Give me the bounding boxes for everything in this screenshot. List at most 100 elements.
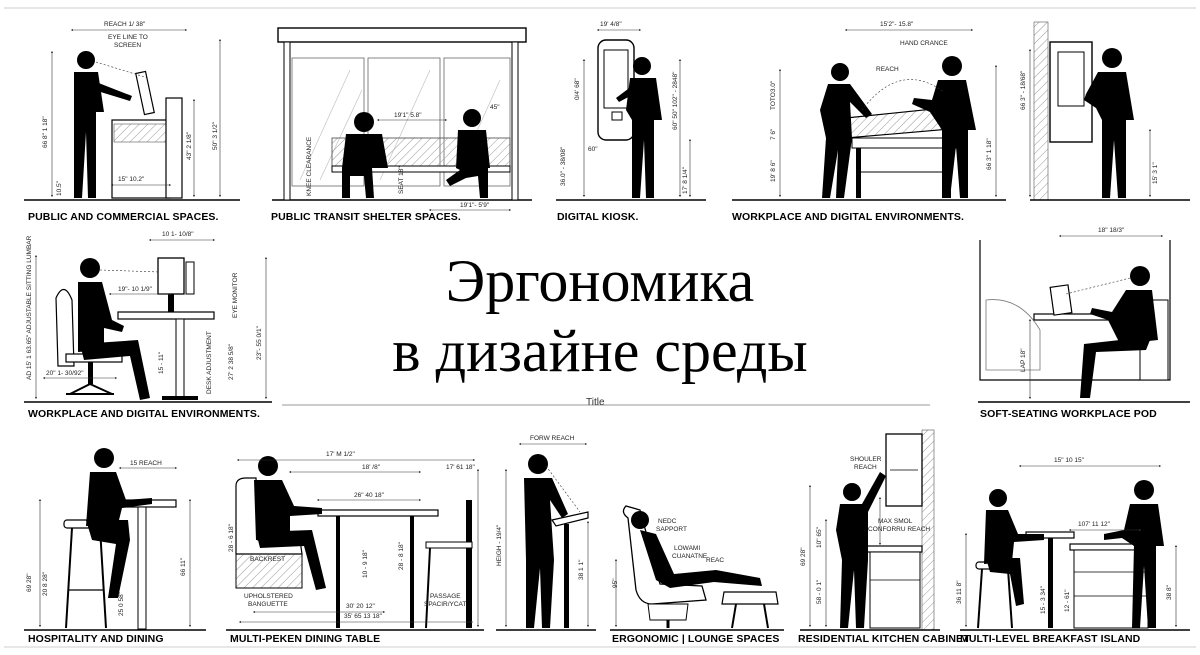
dim-wp-d: 66 3" 1 18" [986, 138, 993, 170]
dim-public-base: 15" 10.2" [118, 176, 145, 183]
dim-lounge-lum2: CUANATNE [672, 553, 708, 560]
dim-wpm-e: 27' 2 38 5/8" [228, 343, 235, 380]
person-lectern [524, 454, 568, 628]
label-soft-pod: SOFT-SEATING WORKPLACE POD [980, 408, 1157, 420]
dim-island-top: 15" 10 15" [1054, 457, 1084, 464]
dim-pod-top: 18" 18/3" [1098, 227, 1125, 234]
dim-island-a: 107' 11 12" [1078, 521, 1110, 528]
dim-public-h3: 50" 3 1/2" [212, 121, 219, 150]
dim-kitchen-b: 10" 65" [816, 527, 823, 548]
person-bar-stool [86, 448, 152, 598]
panel-transit-shelter [272, 27, 532, 212]
dim-dining-pass2: SPACIR/YCAT [424, 601, 467, 608]
dim-public-screen: SCREEN [114, 42, 142, 49]
label-digital-kiosk: DIGITAL KIOSK. [557, 211, 639, 223]
dim-dining-pass1: PASSAGE [430, 593, 461, 600]
dim-transit-width: 19'1"- 5'9" [460, 202, 490, 209]
people-breakfast-island [984, 480, 1164, 628]
dim-lounge-neck2: SAPPORT [656, 526, 687, 533]
dim-dining-b: 17' 61 18" [446, 464, 475, 471]
dim-dining-e: 10 - 9 18" [362, 550, 369, 578]
dim-lounge-ang: 95" [612, 578, 619, 588]
panel-dining-table [226, 456, 484, 631]
panel-workplace-mid [24, 238, 272, 403]
dim-dining-h: 35' 65 13 18" [344, 613, 382, 620]
dim-dining-uph2: BANGUETTE [248, 601, 288, 608]
dim-kitchen-c: 58 - 0 1" [816, 579, 823, 604]
dim-kitchen-comfort2: CONFORRU REACH [868, 526, 931, 533]
dim-lectern-b: 38 1 1" [578, 559, 585, 580]
panel-breakfast-island [960, 464, 1190, 631]
main-title: Эргономика в дизайне среды [330, 246, 870, 386]
title-caption: Title [586, 397, 605, 408]
label-kitchen: RESIDENTIAL KITCHEN CABINET [798, 633, 970, 645]
person-seated-desk [78, 258, 150, 400]
dim-kitchen-comfort1: MAX SMOL [878, 518, 913, 525]
dim-public-eye: EYE LINE TO [108, 34, 148, 41]
label-breakfast-island: MULTI-LEVEL BREAKFAST ISLAND [960, 633, 1141, 645]
dim-wp-a: TOTO3.0" [770, 80, 777, 110]
dim-island-c: 15 - 3 34" [1040, 586, 1047, 614]
main-title-line1: Эргономика [445, 248, 755, 314]
dim-dining-g: 30' 20 12" [346, 603, 375, 610]
panel-hospitality [24, 448, 206, 631]
dim-kitchen-reach1: SHOULER [850, 456, 882, 463]
dim-hosp-c: 66 11" [180, 557, 187, 576]
dim-island-d: 12 - 61" [1064, 589, 1071, 612]
dim-transit-seat: 19'1" 5.8" [394, 112, 422, 119]
dim-wpm-b: 20" 1- 30/92" [46, 370, 84, 377]
dim-dining-c: 26" 40 18" [354, 492, 384, 499]
dim-wpm-mid: 19"- 10 1/9" [118, 286, 152, 293]
person-standing-counter [74, 51, 132, 198]
dim-kiosk-c: 36.0" - 38/08" [560, 146, 567, 186]
dim-dining-total: 17' M 1/2" [326, 451, 355, 458]
dim-kiosk-ang: 60" [588, 146, 598, 153]
main-title-line2: в дизайне среды [392, 318, 808, 384]
dim-wp-hand: HAND CRANCE [900, 40, 948, 47]
label-public-commercial: PUBLIC AND COMMERCIAL SPACES. [28, 211, 219, 223]
label-workplace-top: WORKPLACE AND DIGITAL ENVIRONMENTS. [732, 211, 964, 223]
people-seated-bench [342, 109, 490, 198]
dim-transit-knee: KNEE CLEARANCE [306, 136, 313, 196]
dim-wp-reach: REACH [876, 66, 899, 73]
person-wall-kiosk [1084, 48, 1134, 198]
dim-transit-seat-h: SEAT 18" [398, 166, 405, 194]
dim-kiosk-a: 0/4' 68" [574, 78, 581, 100]
panel-digital-kiosk [556, 28, 706, 201]
dim-lounge-recl: REAC [706, 557, 725, 564]
dim-hosp-b: 20 8 28" [42, 572, 49, 596]
dim-dining-d: 28 - 6 18" [228, 524, 235, 552]
dim-wall-b: 15' 3 1" [1152, 162, 1159, 184]
dim-kitchen-reach2: REACH [854, 464, 877, 471]
dim-hosp-d: 25 0 58" [118, 592, 125, 616]
dim-wpm-top: 10 1- 10/8" [162, 231, 194, 238]
dim-kiosk-top: 19' 4/8" [600, 21, 622, 28]
dim-public-reach: REACH 1/ 38" [104, 21, 146, 28]
panel-soft-pod [978, 234, 1190, 403]
label-workplace-mid: WORKPLACE AND DIGITAL ENVIRONMENTS. [28, 408, 260, 420]
dim-pod-h: LAP 18" [1020, 348, 1027, 372]
dim-public-h2: 43" 2 1/8" [186, 131, 193, 160]
dim-wpm-f: EYE MONITOR [232, 272, 239, 318]
dim-lounge-neck1: NEDC [658, 518, 677, 525]
dim-dining-f: 28 - 8 18" [398, 542, 405, 570]
panel-lectern [496, 442, 596, 631]
dim-wpm-c: 15 - 11" [158, 351, 165, 374]
dim-wp-c: 19' 8 6" [770, 160, 777, 182]
dim-lounge-lum1: LOWAMI [674, 545, 701, 552]
sheet-frame [4, 7, 1196, 648]
dim-public-h1: 66 8" 1 18" [42, 116, 49, 148]
dim-hosp-reach: 15 REACH [130, 460, 162, 467]
dim-dining-uph1: UPHOLSTERED [244, 593, 293, 600]
dim-kiosk-b: 60" 50" 102" - 2848" [672, 71, 679, 130]
label-hospitality: HOSPITALITY AND DINING [28, 633, 164, 645]
person-reaching-cabinet [836, 472, 886, 628]
label-transit-shelter: PUBLIC TRANSIT SHELTER SPACES. [271, 211, 461, 223]
dim-dining-a: 18' /8" [362, 464, 381, 471]
person-reclined [631, 511, 762, 588]
label-lounge: ERGONOMIC | LOUNGE SPACES [612, 633, 780, 645]
panel-public-commercial [24, 28, 240, 201]
person-kiosk [616, 57, 662, 198]
people-drafting [820, 56, 976, 198]
